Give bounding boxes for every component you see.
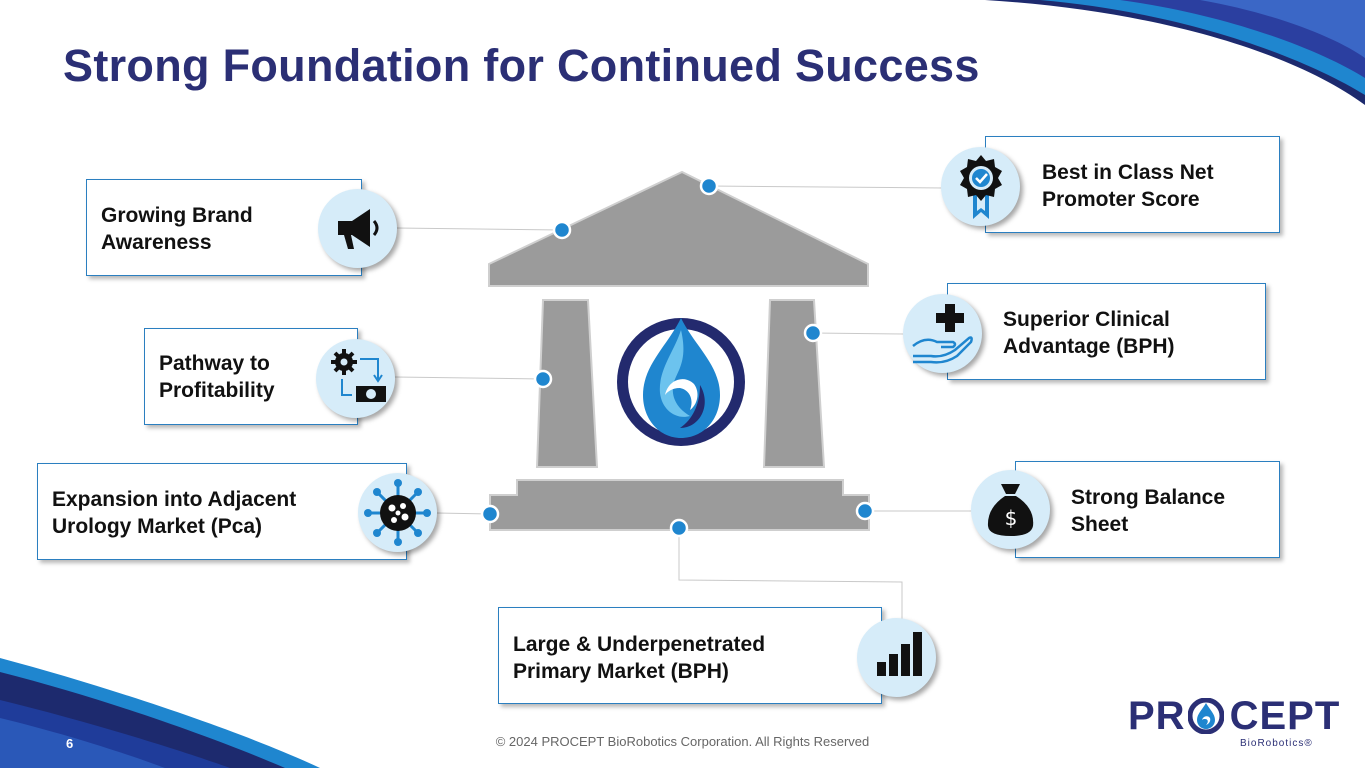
superior-clinical-label: Superior Clinical Advantage (BPH) xyxy=(1003,308,1175,358)
strong-balance-sheet-label: Strong Balance Sheet xyxy=(1071,486,1226,536)
best-in-class-nps-card xyxy=(985,136,1280,233)
large-underpenetrated-market-card xyxy=(498,607,882,704)
svg-text:$: $ xyxy=(1005,506,1018,530)
large-underpenetrated-market-label: Large & Underpenetrated Primary Market (… xyxy=(513,633,766,683)
copyright-footer: © 2024 PROCEPT BioRobotics Corporation. … xyxy=(495,734,870,749)
money-bag-icon: $ xyxy=(971,470,1050,549)
award-ribbon-icon xyxy=(941,147,1020,226)
pathway-profitability-label: Pathway to Profitability xyxy=(159,352,275,402)
hand-medical-cross-icon xyxy=(903,294,982,373)
best-in-class-nps-label: Best in Class Net Promoter Score xyxy=(1042,161,1214,211)
strong-balance-sheet-card xyxy=(1015,461,1280,558)
slide-title: Strong Foundation for Continued Success xyxy=(63,40,980,91)
expansion-adjacent-market-card xyxy=(37,463,407,560)
page-number: 6 xyxy=(66,736,74,751)
cell-icon xyxy=(358,473,437,552)
procept-logo-subtitle: BioRobotics® xyxy=(1240,738,1313,749)
procept-logo-drop-icon xyxy=(1188,698,1224,734)
expansion-adjacent-market-label: Expansion into Adjacent Urology Market (… xyxy=(52,488,297,538)
growing-brand-awareness-card xyxy=(86,179,362,276)
megaphone-icon xyxy=(318,189,397,268)
superior-clinical-card xyxy=(947,283,1266,380)
growing-brand-awareness-label: Growing Brand Awareness xyxy=(101,204,253,254)
gear-cash-cycle-icon xyxy=(316,339,395,418)
bar-chart-icon xyxy=(857,618,936,697)
